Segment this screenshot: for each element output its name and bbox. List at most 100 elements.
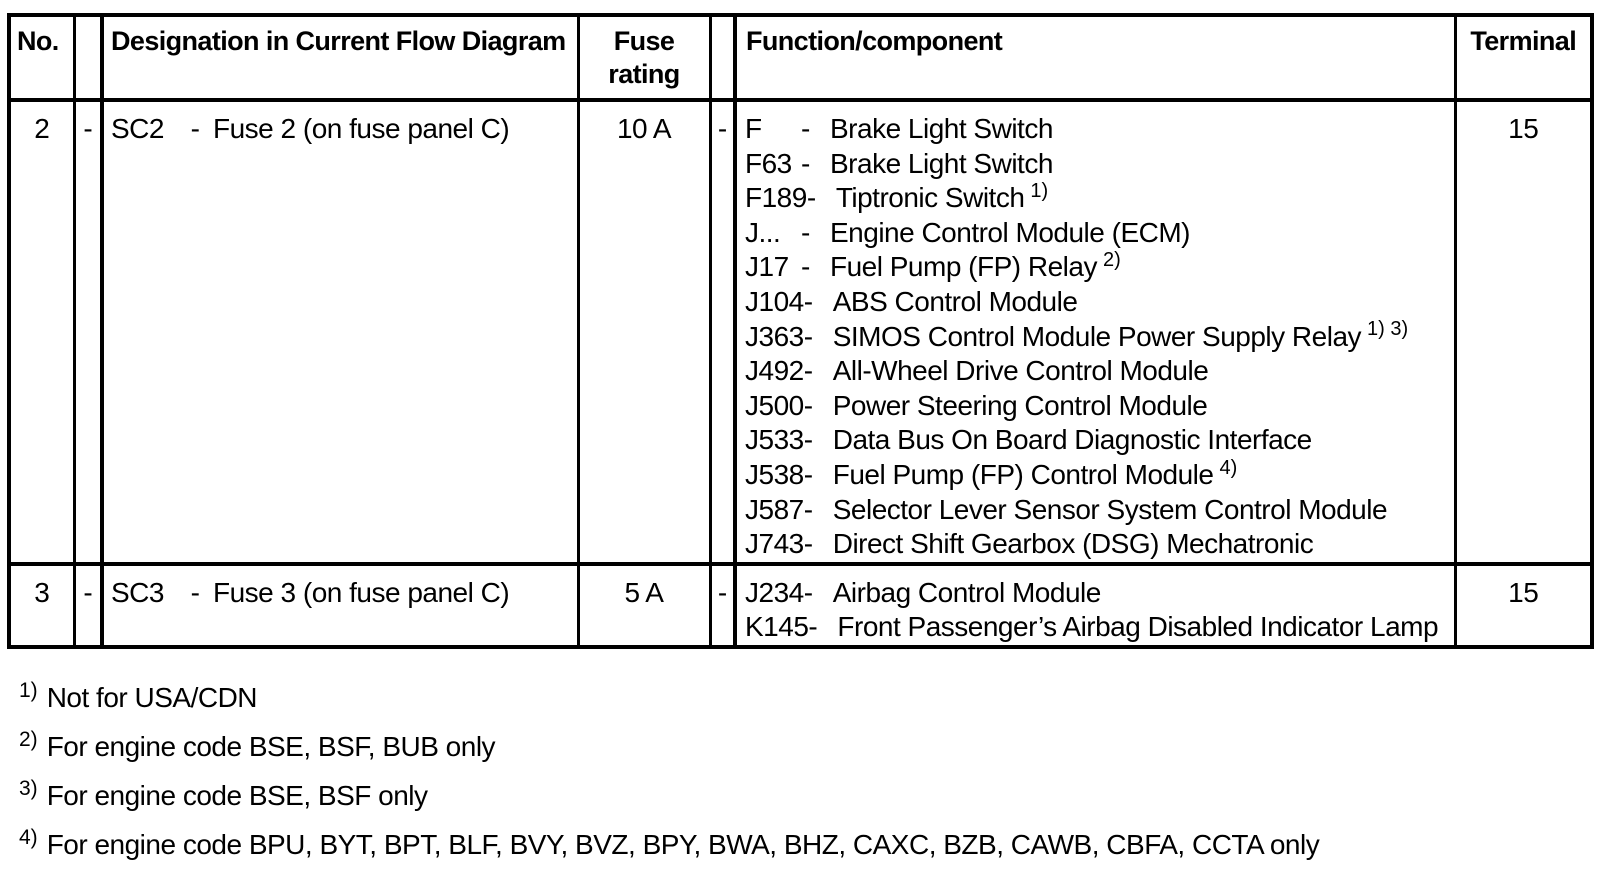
component-code: F (745, 113, 762, 144)
dash: - (806, 182, 816, 214)
component-line: J234 - Airbag Control Module (737, 576, 1454, 611)
dash: - (801, 216, 810, 248)
footnote-marker: 4) (19, 825, 38, 849)
component-name: Data Bus On Board Diagnostic Interface (833, 423, 1454, 458)
component-name-text: ABS Control Module (832, 285, 1078, 317)
terminal-value: 15 (1453, 562, 1594, 649)
fuse-designation-text: Fuse 2 (on fuse panel C) (213, 113, 510, 144)
separator-dash: - (72, 98, 104, 566)
footnote: 1) Not for USA/CDN (19, 680, 1600, 715)
separator-dash: - (708, 98, 737, 566)
fuse-code: SC2 (111, 113, 164, 144)
component-name-text: Tiptronic Switch (835, 182, 1025, 214)
component-code: J363 (745, 320, 804, 352)
component-line: J363 - SIMOS Control Module Power Supply… (737, 318, 1454, 355)
terminal-value: 15 (1453, 98, 1594, 566)
component-name-text: SIMOS Control Module Power Supply Relay (832, 320, 1362, 352)
component-line: F63 - Brake Light Switch (737, 147, 1454, 182)
component-name-text: Airbag Control Module (832, 576, 1102, 608)
component-name: Brake Light Switch (830, 112, 1454, 147)
component-code: K145 (745, 611, 809, 643)
footnote-reference: 1) (1030, 179, 1049, 202)
header-no: No. (7, 13, 76, 102)
component-name-text: Power Steering Control Module (832, 389, 1208, 421)
dash: - (190, 113, 200, 144)
dash: - (803, 576, 813, 608)
fuse-designation-text: Fuse 3 (on fuse panel C) (213, 576, 510, 608)
dash: - (190, 576, 200, 608)
component-line: J104 - ABS Control Module (737, 285, 1454, 320)
dash: - (803, 320, 813, 352)
component-code: J104 (745, 285, 804, 317)
components-cell: J234 - Airbag Control Module K145 - Fron… (733, 562, 1457, 649)
component-name: Power Steering Control Module (833, 389, 1454, 424)
components-cell: F - Brake Light Switch F63 - Brake Light… (733, 98, 1457, 566)
footnote-reference: 1) 3) (1367, 318, 1409, 341)
component-line: F - Brake Light Switch (737, 112, 1454, 147)
component-line: J587 - Selector Lever Sensor System Cont… (737, 493, 1454, 528)
header-function-component: Function/component (733, 13, 1457, 102)
component-name-text: Fuel Pump (FP) Control Module (832, 458, 1214, 490)
fuse-number: 3 (7, 562, 76, 649)
fuse-number: 2 (7, 98, 76, 566)
fuse-table-row: 2 - SC2 - Fuse 2 (on fuse panel C) 10 A … (7, 98, 1594, 566)
dash: - (803, 493, 813, 525)
component-name-text: Selector Lever Sensor System Control Mod… (832, 493, 1388, 525)
fuse-table-row: 3 - SC3 - Fuse 3 (on fuse panel C) 5 A - (7, 562, 1594, 649)
component-line: K145 - Front Passenger’s Airbag Disabled… (737, 610, 1454, 645)
component-name: Selector Lever Sensor System Control Mod… (833, 493, 1454, 528)
component-name: Brake Light Switch (830, 147, 1454, 182)
footnote-text: For engine code BSE, BSF, BUB only (46, 730, 496, 762)
header-row: No. Designation in Current Flow Diagram … (7, 13, 1594, 102)
footnote-text: Not for USA/CDN (46, 681, 258, 713)
footnote-text: For engine code BPU, BYT, BPT, BLF, BVY,… (46, 828, 1320, 860)
component-name-text: Direct Shift Gearbox (DSG) Mechatronic (832, 528, 1314, 560)
component-code: J743 (745, 528, 804, 560)
component-line: J533 - Data Bus On Board Diagnostic Inte… (737, 423, 1454, 458)
footnote: 3)For engine code BSE, BSF only (19, 778, 1600, 813)
footnotes-section: 1) Not for USA/CDN 2) For engine code BSE,… (7, 680, 1600, 862)
header-separator-2 (708, 13, 737, 102)
fuse-rating-value: 5 A (576, 562, 712, 649)
footnote: 2) For engine code BSE, BSF, BUB only (19, 729, 1600, 764)
separator-dash: - (708, 562, 737, 649)
component-code: F63 (745, 147, 792, 179)
dash: - (803, 528, 813, 560)
dash: - (803, 355, 813, 387)
designation-line: SC2 - Fuse 2 (on fuse panel C) (104, 112, 577, 147)
designation-cell: SC2 - Fuse 2 (on fuse panel C) (100, 98, 580, 566)
component-code: J492 (745, 355, 804, 387)
component-code: J17 (745, 251, 789, 283)
dash: - (803, 285, 813, 317)
header-terminal: Terminal (1453, 13, 1594, 102)
component-code: J500 (745, 389, 804, 421)
dash: - (801, 147, 810, 179)
component-name: ABS Control Module (833, 285, 1454, 320)
footnote-marker: 1) (19, 678, 38, 702)
component-code: J234 (745, 576, 804, 608)
designation-cell: SC3 - Fuse 3 (on fuse panel C) (100, 562, 580, 649)
dash: - (803, 389, 813, 421)
component-line: J... - Engine Control Module (ECM) (737, 216, 1454, 251)
header-fuse-rating: Fuse rating (576, 13, 712, 102)
footnote: 4) For engine code BPU, BYT, BPT, BLF, BV… (19, 827, 1600, 862)
component-code: J587 (745, 493, 804, 525)
fuse-assignment-table: No. Designation in Current Flow Diagram … (7, 13, 1594, 649)
dash: - (803, 458, 813, 490)
component-name-text: Front Passenger’s Airbag Disabled Indica… (837, 611, 1439, 643)
fuse-code: SC3 (111, 576, 164, 608)
component-code: J... (745, 216, 781, 248)
component-name-text: Data Bus On Board Diagnostic Interface (832, 424, 1313, 456)
footnote-marker: 2) (19, 727, 38, 751)
separator-dash: - (72, 562, 104, 649)
component-name-text: All-Wheel Drive Control Module (832, 355, 1209, 387)
component-name-text: Fuel Pump (FP) Relay (830, 251, 1097, 283)
component-code: J533 (745, 424, 804, 456)
component-name-text: Brake Light Switch (830, 113, 1053, 144)
component-name: Airbag Control Module (833, 576, 1454, 611)
component-code: J538 (745, 458, 804, 490)
